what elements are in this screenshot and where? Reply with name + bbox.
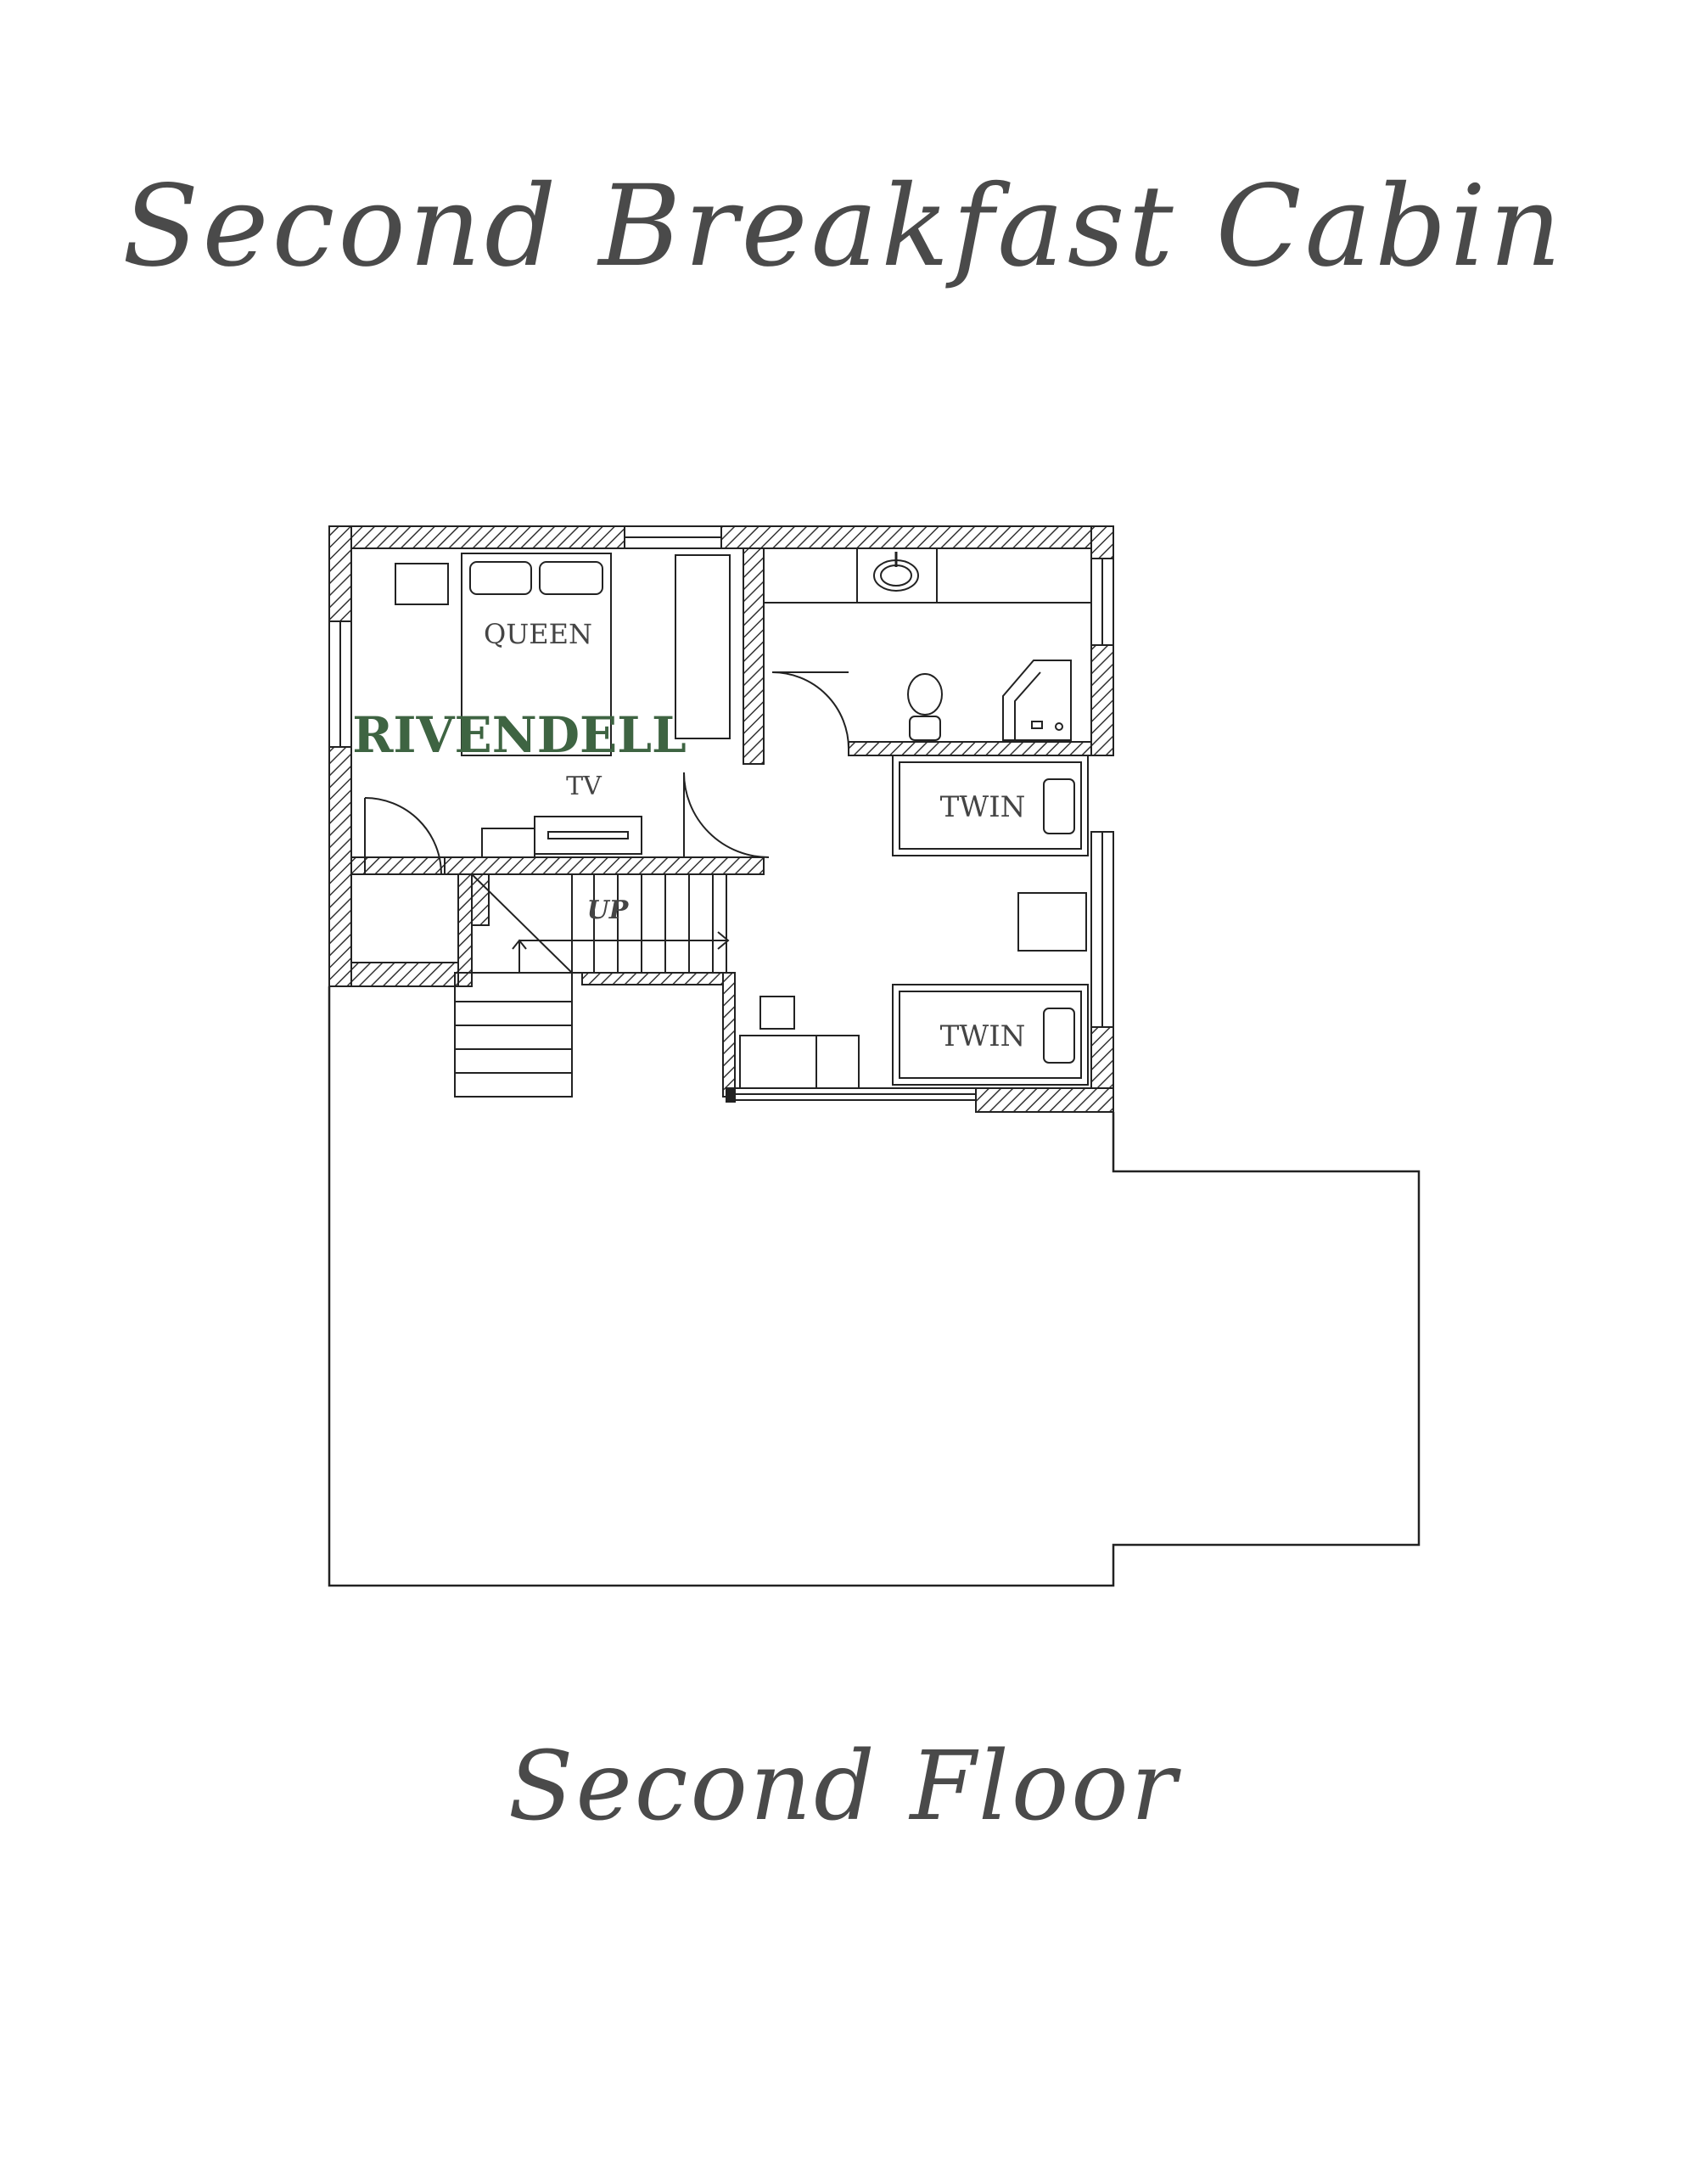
bathroom-fixtures <box>763 547 1092 741</box>
exterior-walls <box>328 525 1114 1113</box>
twin-bed-bottom-label: TWIN <box>940 1019 1026 1053</box>
room-name-rivendell: RIVENDELL <box>352 706 687 764</box>
windows <box>328 525 1114 1101</box>
deck-outline <box>328 986 1421 1587</box>
doors <box>364 671 849 875</box>
stairs <box>454 873 730 1098</box>
bedroom-furniture <box>395 553 731 858</box>
interior-walls <box>350 547 1092 1103</box>
nightstand-twin <box>1017 892 1087 952</box>
queen-bed-label: QUEEN <box>484 618 592 650</box>
page-title: Second Breakfast Cabin <box>121 161 1566 292</box>
tv-label: TV <box>566 772 602 801</box>
floor-title: Second Floor <box>507 1732 1180 1842</box>
twin-bed-top-label: TWIN <box>940 790 1026 824</box>
twin-room-furniture <box>739 755 1089 1089</box>
stairs-label: UP <box>587 895 630 925</box>
